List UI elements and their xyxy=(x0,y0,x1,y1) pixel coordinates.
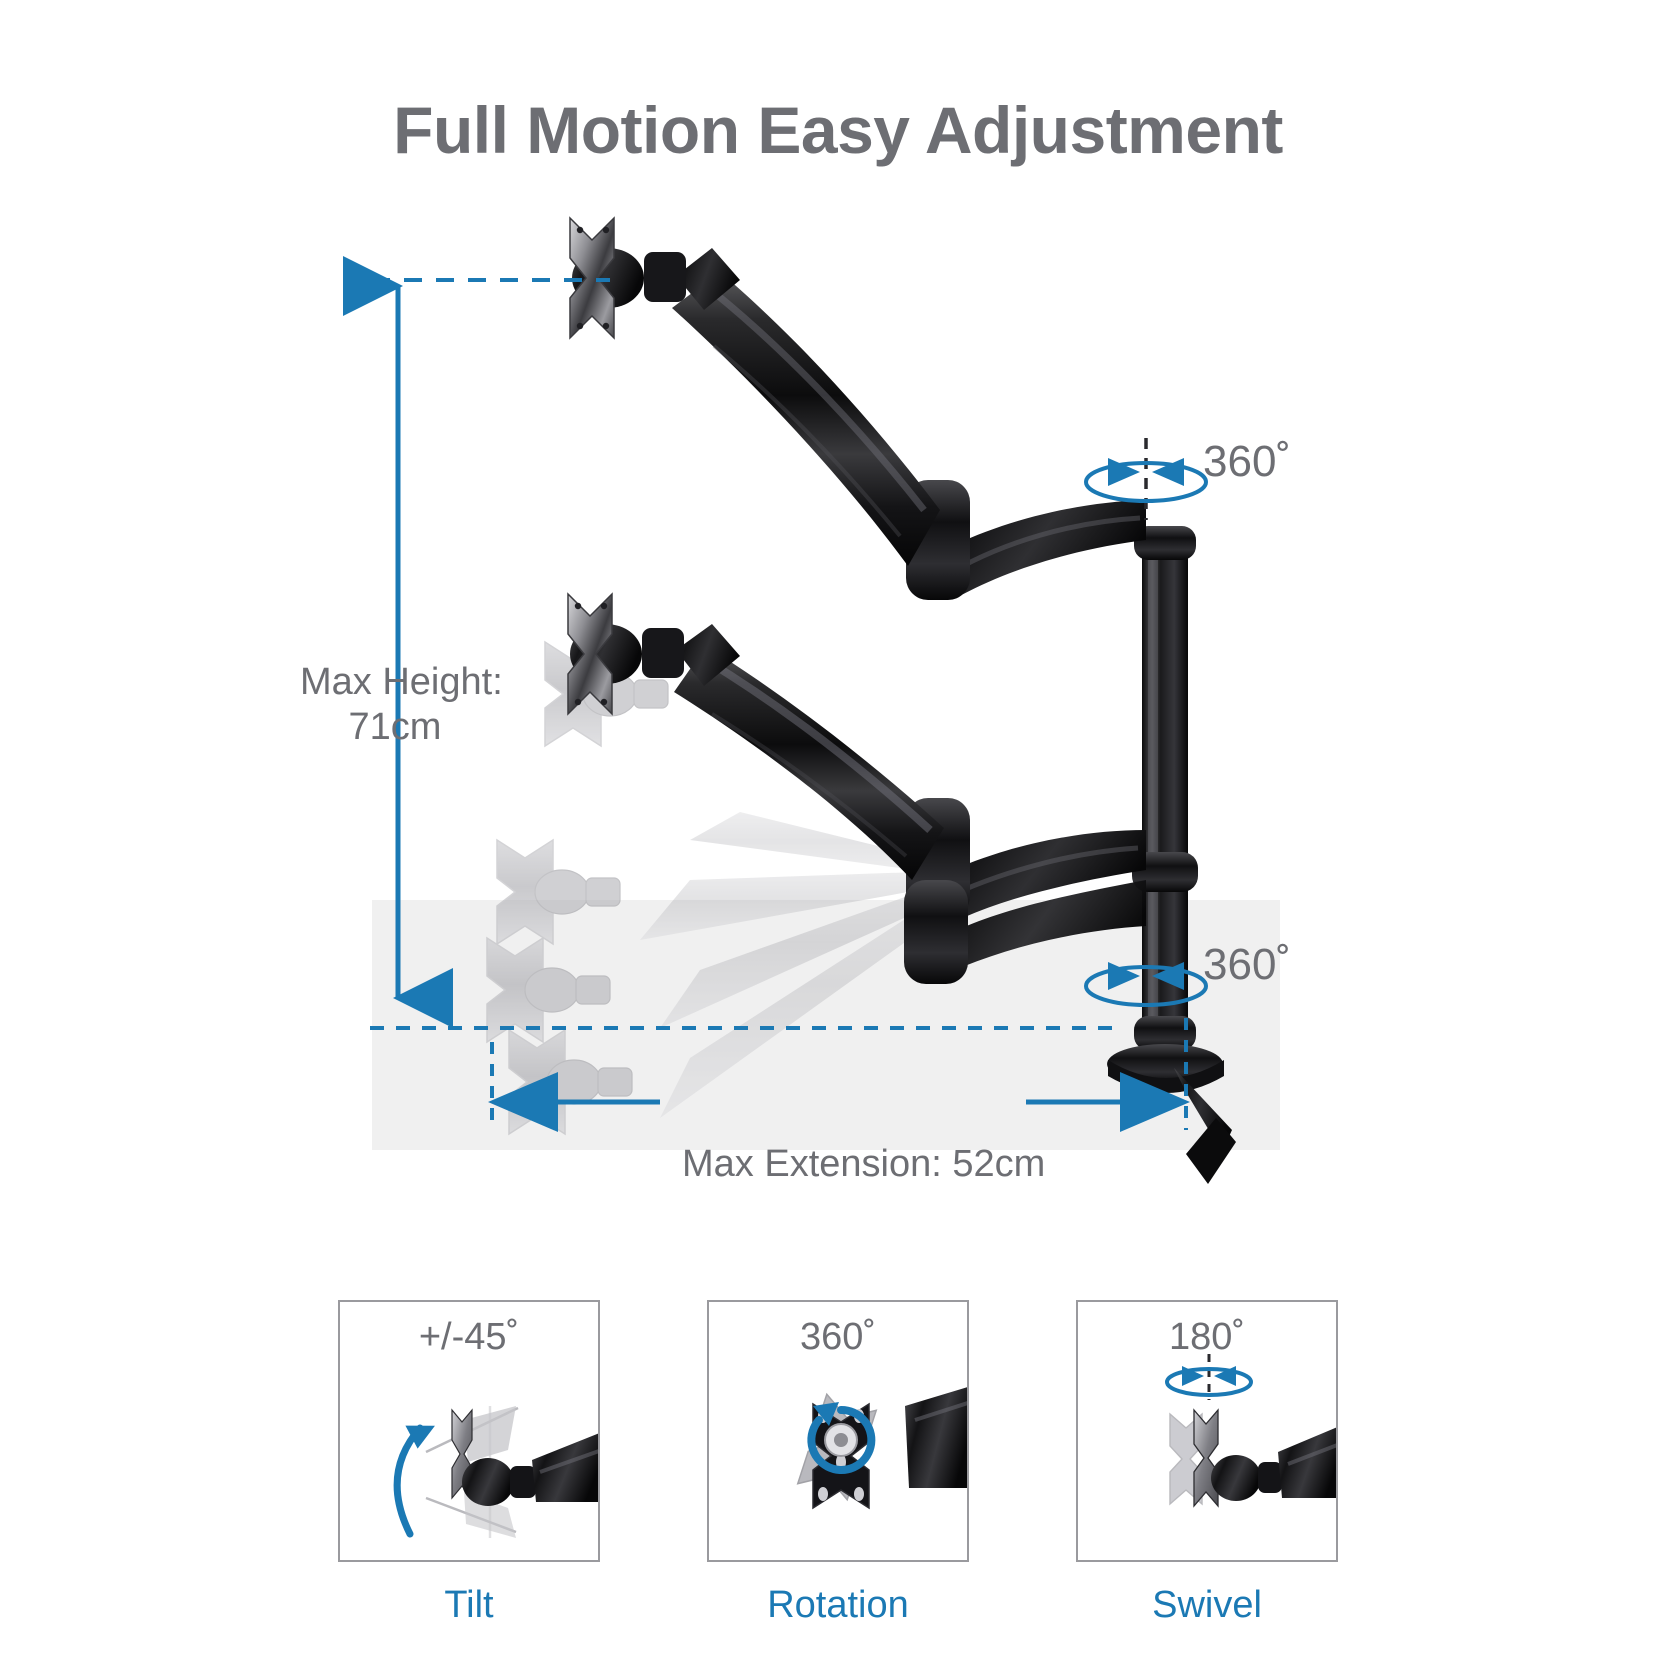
feature-tilt-box: +/-45˚ xyxy=(338,1300,600,1562)
lower-secondary-arm xyxy=(904,880,1146,984)
max-height-label-line2: 71cm xyxy=(348,705,442,748)
feature-tilt: +/-45˚ xyxy=(338,1300,600,1630)
feature-tilt-caption: Tilt xyxy=(444,1584,494,1626)
feature-tilt-angle: +/-45˚ xyxy=(418,1316,520,1358)
rotation-label-top: 360˚ xyxy=(1203,437,1292,486)
max-height-label-line1: Max Height: xyxy=(300,661,503,703)
rotation-label-bottom: 360˚ xyxy=(1203,940,1292,989)
feature-swivel-box: 180˚ xyxy=(1076,1300,1338,1562)
max-extension-label: Max Extension: 52cm xyxy=(682,1143,1046,1185)
feature-rotation-box: 360˚ xyxy=(707,1300,969,1562)
page-title: Full Motion Easy Adjustment xyxy=(393,93,1283,167)
feature-swivel-angle: 180˚ xyxy=(1168,1316,1246,1358)
circular-rotation-arrow-icon xyxy=(807,1405,876,1474)
swivel-illustration xyxy=(1078,1302,1336,1560)
feature-rotation-caption: Rotation xyxy=(767,1584,909,1626)
rotation-callout-top-icon xyxy=(1084,438,1208,520)
monitor-arm-illustration xyxy=(0,180,1676,1190)
rotation-illustration xyxy=(709,1302,967,1560)
feature-rotation: 360˚ xyxy=(707,1300,969,1630)
vertical-post-and-clamp xyxy=(1107,526,1236,1184)
max-height-label: Max Height: 71cm xyxy=(300,660,503,750)
feature-rotation-angle: 360˚ xyxy=(799,1316,877,1358)
feature-swivel: 180˚ xyxy=(1076,1300,1338,1630)
feature-panels: +/-45˚ xyxy=(0,1300,1676,1630)
rotation-callout-bottom-icon xyxy=(1084,962,1208,1007)
max-extension-dimension xyxy=(488,1018,1190,1132)
swivel-ellipse-arrow-icon xyxy=(1165,1354,1253,1400)
tilt-illustration xyxy=(340,1302,598,1560)
lower-arm-assembly xyxy=(567,592,1146,920)
max-height-dimension xyxy=(343,256,1120,1030)
feature-swivel-caption: Swivel xyxy=(1152,1584,1262,1626)
upper-arm-assembly xyxy=(569,216,1146,600)
